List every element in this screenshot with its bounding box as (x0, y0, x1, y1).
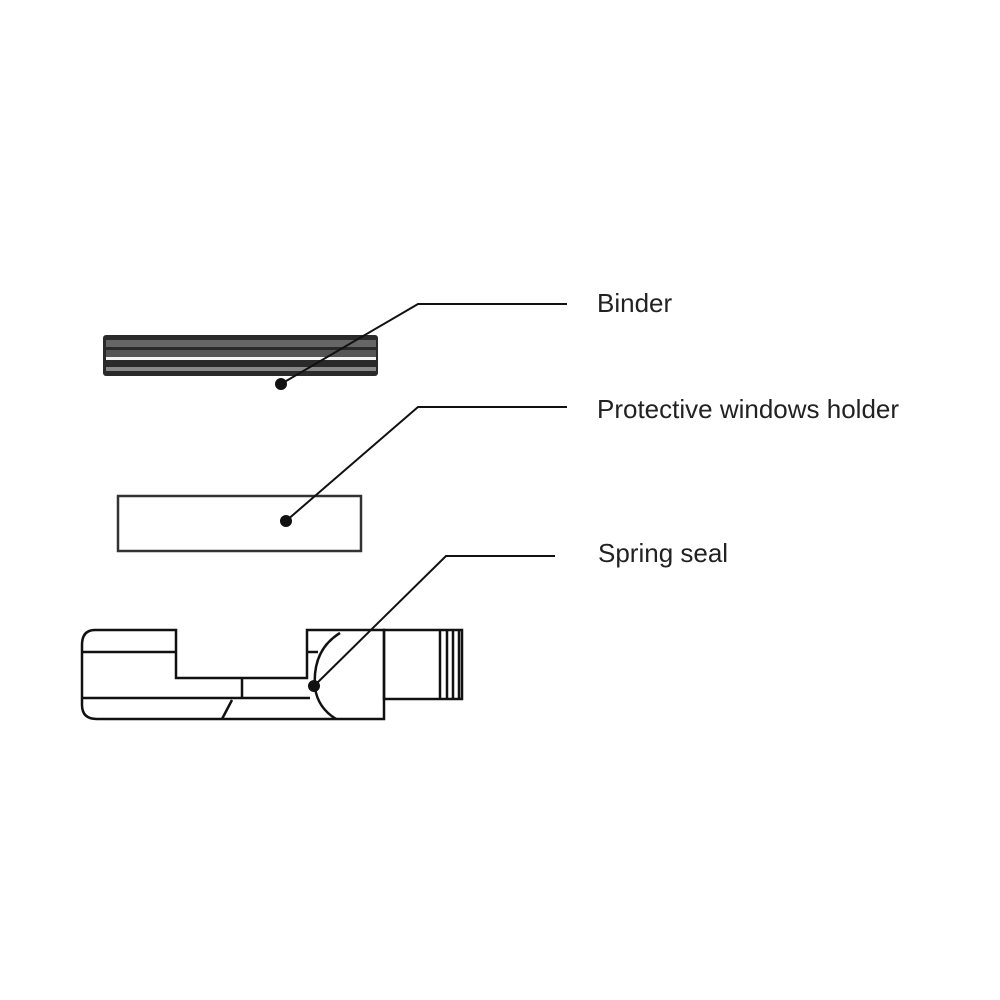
leader-binder (275, 303, 567, 390)
spring-seal-part (80, 628, 464, 721)
label-spring-seal: Spring seal (598, 538, 729, 568)
holder-part (116, 494, 363, 553)
label-binder: Binder (597, 288, 673, 318)
label-holder: Protective windows holder (597, 394, 900, 424)
leader-holder (280, 406, 567, 527)
leader-spring-seal (308, 555, 555, 692)
binder-part (103, 335, 378, 376)
